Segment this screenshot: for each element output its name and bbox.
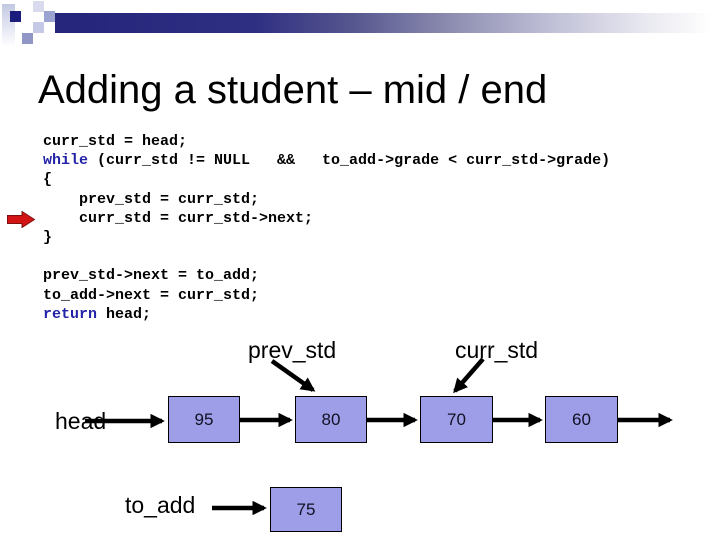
code-line: while (curr_std != NULL && to_add->grade… xyxy=(43,151,610,170)
curr-std-label: curr_std xyxy=(455,337,539,363)
code-line: return head; xyxy=(43,305,610,324)
prev-std-label: prev_std xyxy=(248,337,337,363)
current-line-arrow-icon xyxy=(7,211,35,228)
code-line-blank xyxy=(43,247,610,266)
code-line: prev_std->next = to_add; xyxy=(43,266,610,285)
slide-title: Adding a student – mid / end xyxy=(38,68,548,112)
mosaic-square-dark xyxy=(10,11,21,22)
code-text: to_add->next = curr_std; xyxy=(43,286,260,304)
list-node-95: 95 xyxy=(168,396,240,443)
code-text: } xyxy=(43,229,53,247)
list-node-60: 60 xyxy=(545,396,618,443)
code-block: curr_std = head; while (curr_std != NULL… xyxy=(43,132,610,324)
code-line: { xyxy=(43,170,610,189)
list-node-80: 80 xyxy=(295,396,367,443)
code-text: (curr_std != NULL && to_add->grade < cur… xyxy=(88,152,611,170)
code-line-marked: curr_std = curr_std->next; xyxy=(43,209,610,228)
code-text: { xyxy=(43,171,53,189)
header-gradient-bar xyxy=(55,13,712,33)
code-text: prev_std = curr_std; xyxy=(43,190,260,208)
list-node-70: 70 xyxy=(420,396,493,443)
code-text: curr_std = head; xyxy=(43,133,188,150)
code-line: prev_std = curr_std; xyxy=(43,190,610,209)
prev-std-pointer-arrow xyxy=(270,359,316,392)
code-text: prev_std->next = to_add; xyxy=(43,267,260,285)
mosaic-square-soft xyxy=(33,22,44,33)
head-label: head xyxy=(55,408,107,434)
to-add-node-75: 75 xyxy=(270,487,342,532)
mosaic-square-medium xyxy=(44,11,55,22)
code-line: } xyxy=(43,228,610,247)
mosaic-square-light xyxy=(33,1,44,12)
code-keyword: return xyxy=(43,305,98,323)
to-add-label: to_add xyxy=(125,492,196,518)
code-line: curr_std = head; xyxy=(43,132,610,151)
code-keyword: while xyxy=(43,152,89,170)
code-text: head; xyxy=(97,305,152,323)
mosaic-square-purple xyxy=(22,33,33,44)
code-text: curr_std = curr_std->next; xyxy=(43,209,314,227)
code-line: to_add->next = curr_std; xyxy=(43,286,610,305)
